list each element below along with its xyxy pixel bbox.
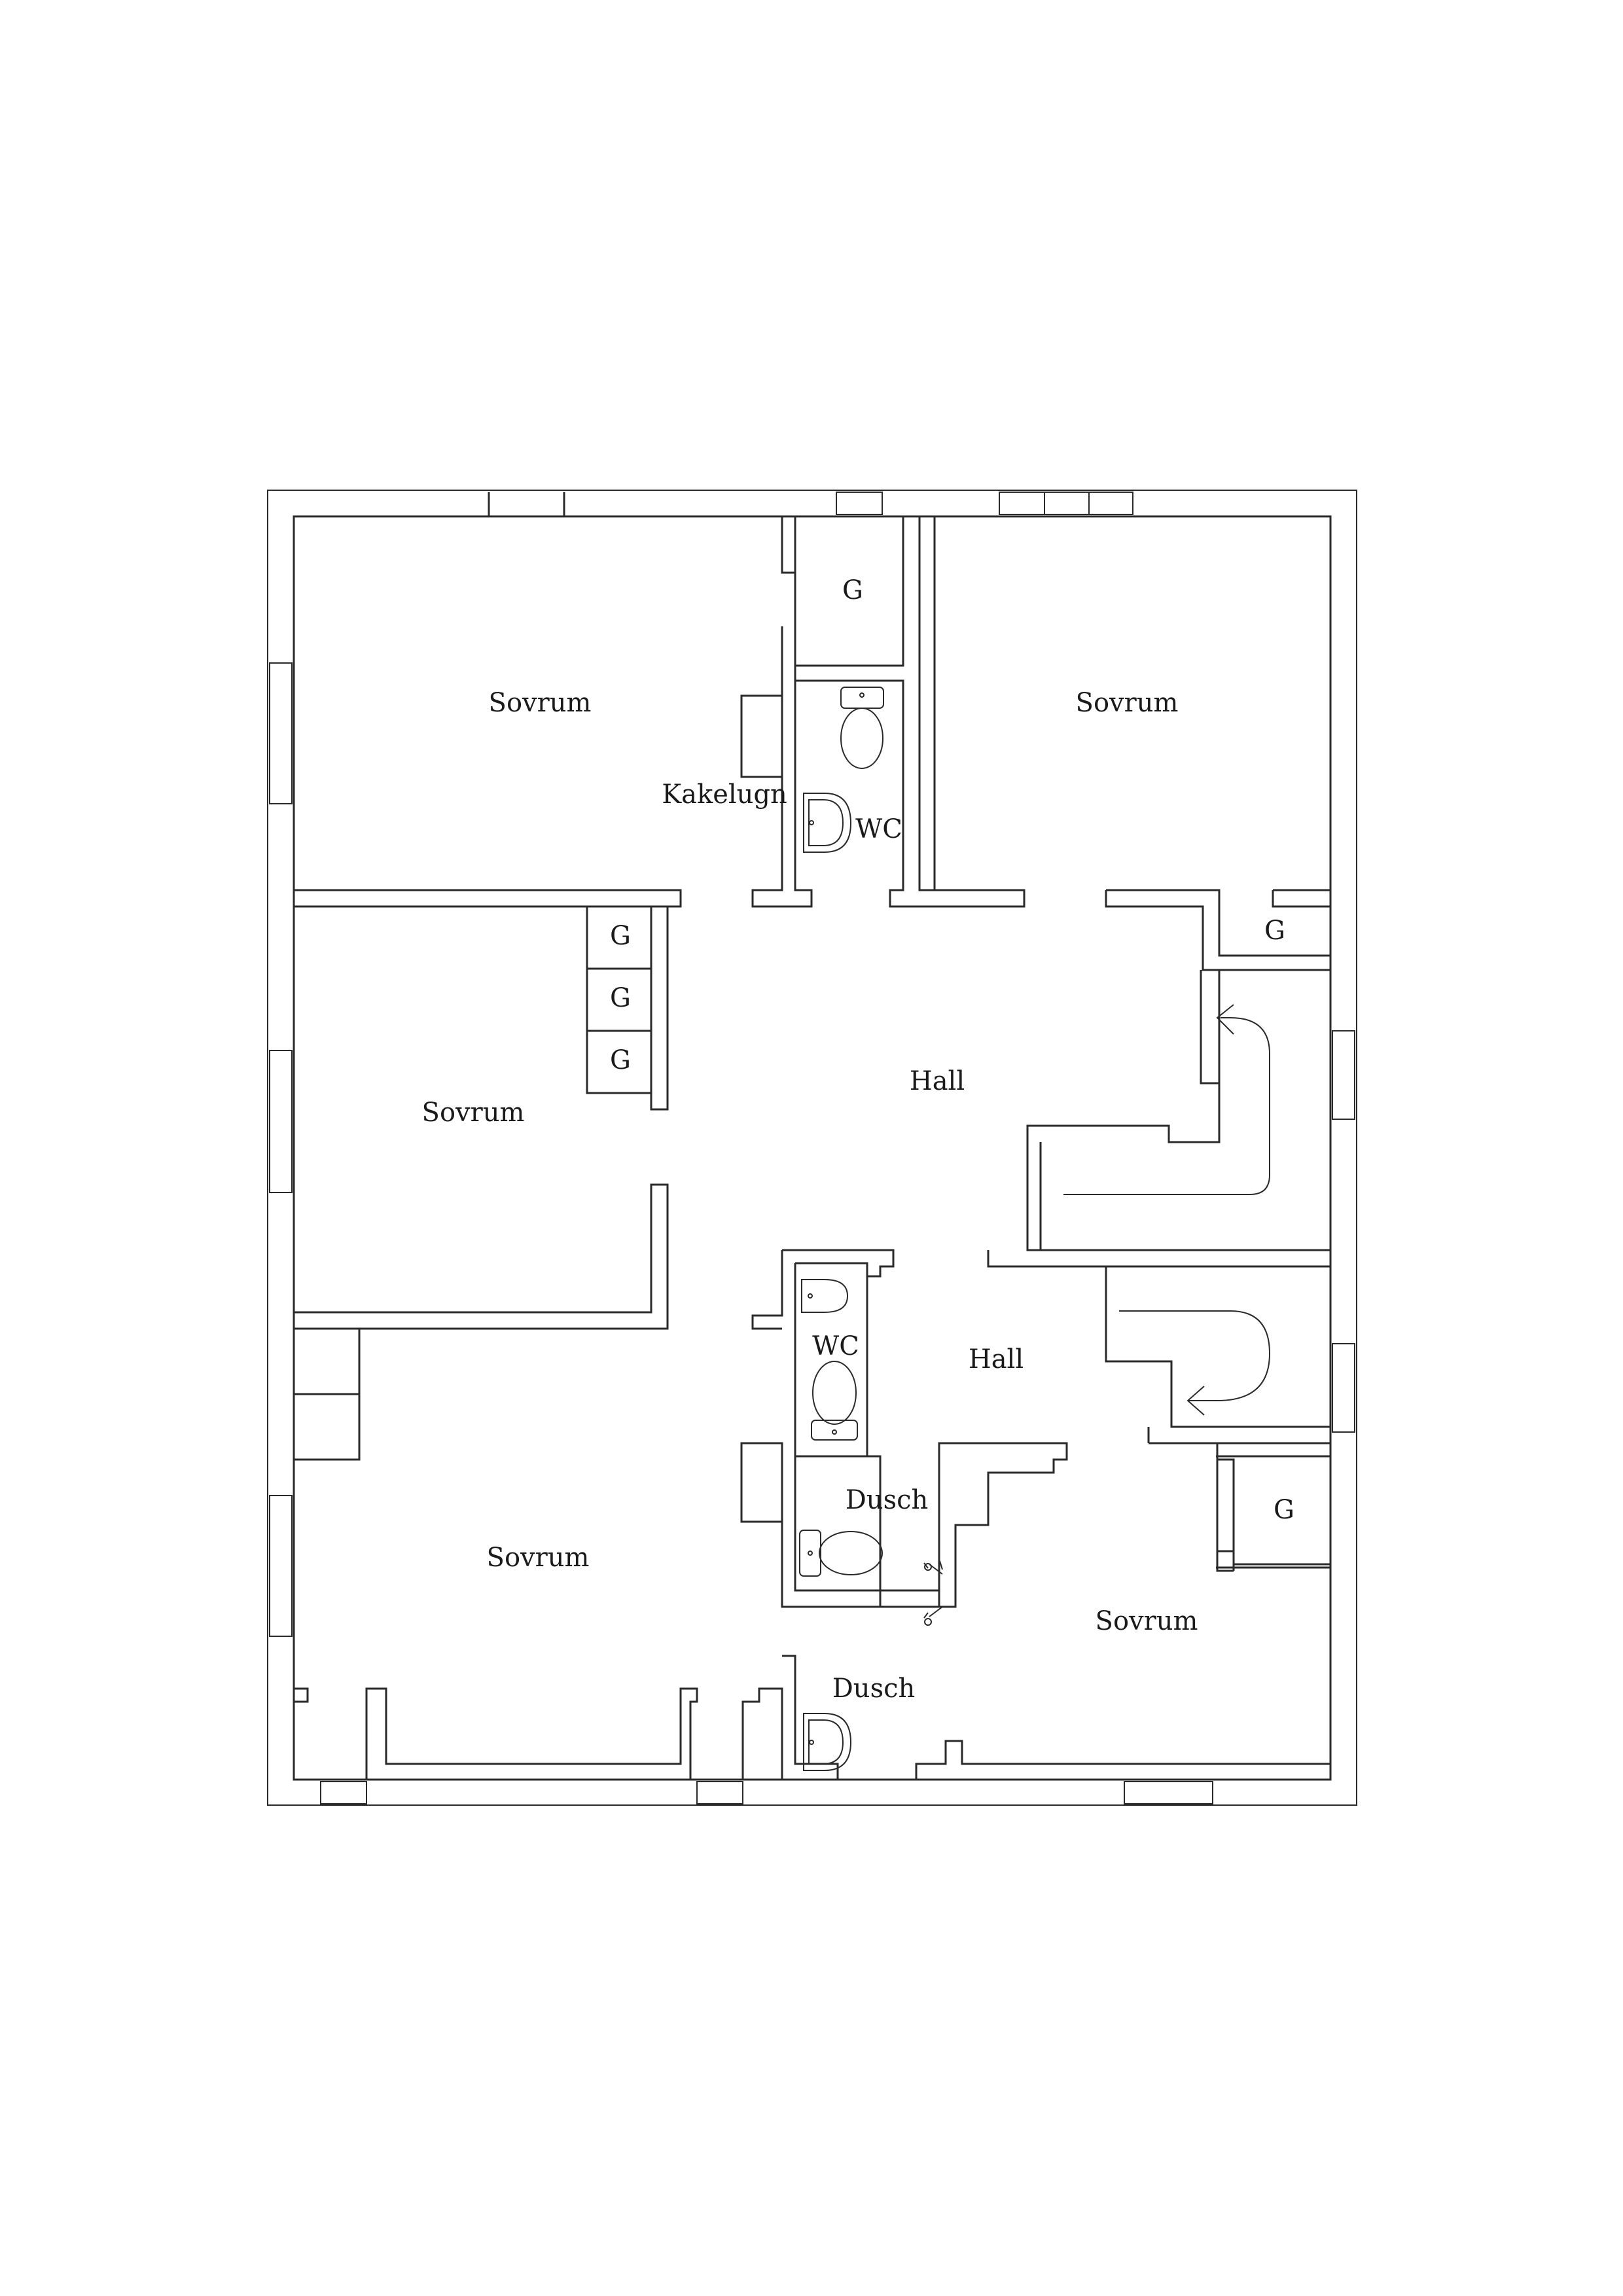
closet-label: G bbox=[842, 575, 863, 605]
stair-arrow-lower bbox=[1119, 1310, 1271, 1401]
window bbox=[269, 662, 293, 804]
window bbox=[836, 492, 883, 515]
arrow-head bbox=[1216, 1004, 1234, 1035]
arrow-head bbox=[1186, 1386, 1205, 1416]
room-labels: Sovrum Sovrum Sovrum Sovrum Sovrum Hall … bbox=[422, 688, 1198, 1704]
interior-walls bbox=[293, 492, 1330, 1780]
stair-arrows bbox=[1063, 1004, 1271, 1416]
window bbox=[1332, 1030, 1355, 1120]
wall-ne-bedroom bbox=[919, 515, 936, 891]
sink-icon bbox=[803, 793, 852, 853]
room-label-dusch-bottom: Dusch bbox=[832, 1674, 916, 1704]
wall-w-bedroom-south bbox=[294, 1183, 669, 1330]
wardrobe bbox=[293, 1327, 361, 1395]
bath-stove bbox=[740, 1442, 783, 1523]
wall-nw-bedroom bbox=[294, 889, 682, 908]
window bbox=[269, 1050, 293, 1193]
room-label-sovrum-sw: Sovrum bbox=[487, 1543, 590, 1573]
room-label-sovrum-nw: Sovrum bbox=[489, 688, 592, 718]
window bbox=[1332, 1343, 1355, 1433]
sink-icon bbox=[803, 1713, 852, 1771]
closet-label: G bbox=[1274, 1495, 1294, 1525]
window bbox=[269, 1495, 293, 1637]
windows bbox=[269, 492, 1355, 1804]
wall-se-closet bbox=[1216, 1455, 1330, 1569]
wall-stair-upper bbox=[1026, 970, 1221, 1251]
wall-dusch-mid bbox=[781, 1456, 940, 1608]
fixtures bbox=[799, 687, 943, 1771]
closet-label: G bbox=[1264, 916, 1285, 946]
toilet-icon bbox=[811, 1361, 858, 1441]
wall-ne-south bbox=[1106, 889, 1330, 957]
room-label-sovrum-ne: Sovrum bbox=[1076, 688, 1179, 718]
room-label-sovrum-w: Sovrum bbox=[422, 1098, 525, 1128]
room-label-kakelugn: Kakelugn bbox=[662, 780, 787, 810]
wall-ne-closet bbox=[1272, 889, 1330, 908]
wall-lower-stair bbox=[1147, 1427, 1330, 1572]
closet-label: G bbox=[610, 1045, 631, 1075]
wall-dusch-bottom bbox=[782, 1655, 1330, 1780]
toilet-icon bbox=[840, 687, 884, 769]
outer-boundary bbox=[267, 490, 1357, 1806]
toilet-icon bbox=[799, 1530, 883, 1577]
room-label-hall: Hall bbox=[910, 1066, 965, 1096]
shower-icon bbox=[923, 1560, 943, 1575]
room-label-hall-lower: Hall bbox=[969, 1344, 1024, 1374]
room-label-wc-lower: WC bbox=[812, 1331, 859, 1361]
wall-stair-step bbox=[938, 1442, 1068, 1608]
stair-arrow-upper bbox=[1063, 1017, 1270, 1195]
wall-west-closets bbox=[586, 906, 669, 1111]
wall-sw-bottom bbox=[294, 1687, 783, 1780]
room-label-dusch-mid: Dusch bbox=[846, 1485, 929, 1515]
room-label-sovrum-se: Sovrum bbox=[1096, 1606, 1198, 1636]
kakelugn-stove bbox=[740, 694, 783, 778]
wall-nw-east bbox=[781, 516, 796, 574]
window bbox=[999, 492, 1133, 515]
shower-icon bbox=[923, 1606, 943, 1626]
room-label-wc-upper: WC bbox=[855, 814, 902, 844]
wardrobe bbox=[293, 1393, 361, 1461]
window bbox=[1124, 1781, 1213, 1804]
wall-wc-lower bbox=[751, 1250, 868, 1458]
window bbox=[696, 1781, 743, 1804]
closet-labels: G G G G G G bbox=[610, 575, 1294, 1525]
window bbox=[320, 1781, 367, 1804]
wall-bath-block bbox=[782, 1249, 895, 1607]
stair-outline bbox=[1041, 969, 1330, 1251]
sink-icon bbox=[801, 1279, 849, 1313]
closet-label: G bbox=[610, 921, 631, 951]
closet-label: G bbox=[610, 983, 631, 1013]
wall-wc-upper bbox=[751, 516, 1026, 908]
wall-landing bbox=[987, 1250, 1330, 1428]
